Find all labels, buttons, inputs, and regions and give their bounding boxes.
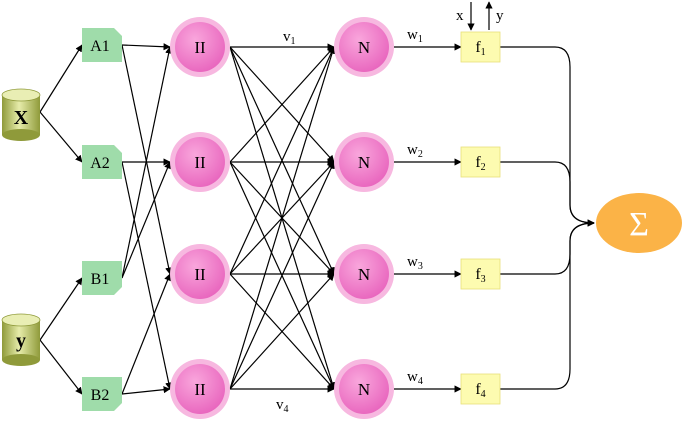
node-core [339, 22, 389, 72]
weight-labels: w1 w2 w3 w4 [407, 27, 423, 387]
input-x: X [1, 88, 41, 141]
normalization-node: N [334, 17, 394, 77]
normalization-node: N [334, 132, 394, 192]
f-box-rect [460, 373, 501, 405]
normalization-label: N [358, 153, 370, 172]
membership-box [82, 145, 122, 179]
product-node: II [170, 132, 230, 192]
f-box-label: f4 [475, 381, 485, 400]
f-box-rect [460, 146, 501, 178]
f2-box: f2 [460, 146, 501, 178]
edge [500, 219, 595, 390]
membership-a2: A2 [82, 145, 122, 179]
product-label: II [194, 153, 206, 172]
node-core [175, 137, 225, 187]
membership-a1: A1 [82, 28, 122, 62]
edge [500, 46, 595, 227]
product-label: II [194, 265, 206, 284]
connections [39, 43, 595, 395]
x-label: x [456, 8, 464, 24]
product-node: II [170, 244, 230, 304]
membership-b1: B1 [82, 261, 122, 295]
v4-label: v4 [276, 397, 289, 415]
input-x-label: X [14, 107, 29, 129]
f-box-label: f3 [475, 266, 485, 285]
f-box-label: f1 [475, 39, 485, 58]
normalization-label: N [358, 38, 370, 57]
cylinder-bottom [2, 129, 40, 141]
membership-box [82, 377, 122, 411]
edge [39, 111, 83, 163]
membership-box [82, 261, 122, 295]
node-core [175, 249, 225, 299]
f-box-rect [460, 31, 501, 63]
edge [500, 161, 595, 227]
edge [229, 46, 335, 163]
edge [229, 46, 336, 390]
consequent-layer: f1 f2 f3 f4 [460, 31, 501, 405]
edge [121, 43, 171, 51]
edge [39, 339, 83, 395]
edge [229, 273, 335, 390]
node-core [339, 137, 389, 187]
input-y: y [1, 313, 41, 366]
w1-label: w1 [407, 27, 423, 45]
f-box-label: f2 [475, 154, 485, 173]
f4-box: f4 [460, 373, 501, 405]
edge [121, 386, 171, 395]
membership-b2: B2 [82, 377, 122, 411]
w4-label: w4 [407, 369, 423, 387]
membership-box [82, 28, 122, 62]
membership-label: A2 [90, 155, 110, 172]
edge [39, 44, 83, 113]
edge [229, 161, 335, 390]
product-layer: II II II II [170, 17, 230, 419]
cylinder-top [1, 88, 41, 102]
product-label: II [194, 380, 206, 399]
edge [229, 46, 335, 275]
f1-box: f1 [460, 31, 501, 63]
w3-label: w3 [407, 254, 423, 272]
product-node: II [170, 17, 230, 77]
edge [500, 219, 595, 275]
normalization-layer: N N N N [334, 17, 394, 419]
input-y-label: y [16, 330, 26, 352]
cylinder-bottom [2, 354, 40, 366]
edge [121, 273, 171, 395]
f3-box: f3 [460, 258, 501, 290]
node-core [175, 364, 225, 414]
product-node: II [170, 359, 230, 419]
cylinder-top [1, 313, 41, 327]
w2-label: w2 [407, 142, 423, 160]
edge [121, 44, 173, 275]
cylinder-body [2, 95, 40, 135]
cylinder-body [2, 320, 40, 360]
normalization-node: N [334, 359, 394, 419]
y-label: y [496, 8, 504, 24]
edge [121, 161, 171, 279]
edge [121, 161, 173, 390]
membership-label: B1 [91, 271, 110, 288]
sum-node: Σ [596, 193, 682, 253]
node-core [175, 22, 225, 72]
node-core [339, 364, 389, 414]
f-box-rect [460, 258, 501, 290]
membership-label: A1 [90, 38, 110, 55]
sigma-symbol: Σ [629, 206, 649, 243]
edge [121, 46, 173, 279]
product-label: II [194, 38, 206, 57]
sum-ellipse [596, 193, 682, 253]
normalization-label: N [358, 265, 370, 284]
normalization-node: N [334, 244, 394, 304]
normalization-label: N [358, 380, 370, 399]
edge [39, 277, 83, 341]
membership-label: B2 [91, 387, 110, 404]
node-core [339, 249, 389, 299]
v1-label: v1 [283, 29, 296, 47]
